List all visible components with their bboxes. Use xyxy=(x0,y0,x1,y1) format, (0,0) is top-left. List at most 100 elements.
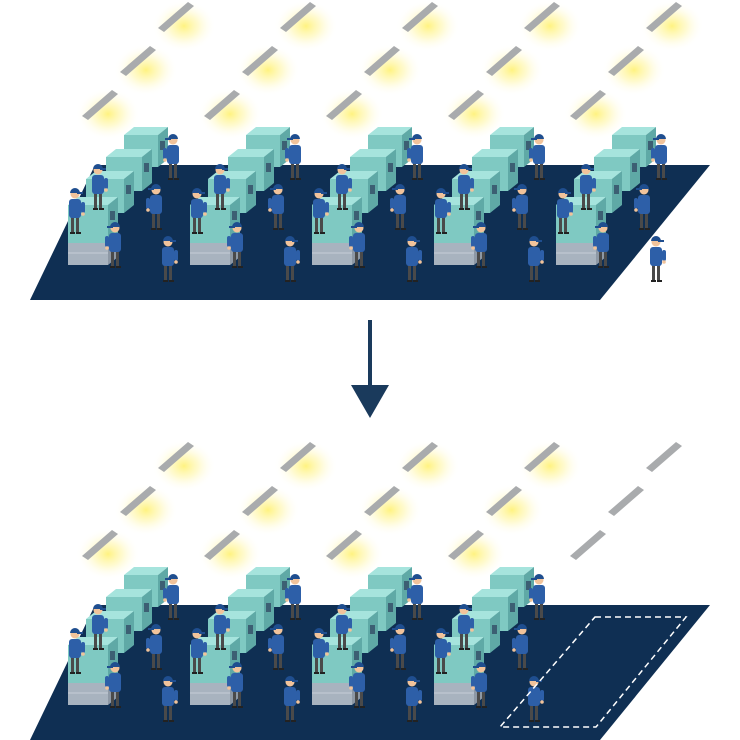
ceiling-light xyxy=(198,88,262,140)
light-fixture xyxy=(646,442,682,472)
worker xyxy=(191,188,207,234)
light-fixture xyxy=(570,530,606,560)
light-fixture xyxy=(158,442,194,472)
light-fixture xyxy=(204,530,240,560)
production-line xyxy=(312,567,423,722)
light-glow xyxy=(198,88,262,140)
light-fixture xyxy=(82,530,118,560)
worker xyxy=(284,236,300,282)
worker xyxy=(349,222,365,268)
ceiling-light xyxy=(320,88,384,140)
production-line xyxy=(68,567,179,722)
ceiling-light xyxy=(236,484,300,536)
worker xyxy=(593,222,609,268)
worker xyxy=(528,676,544,722)
worker xyxy=(284,676,300,722)
worker xyxy=(214,604,230,650)
production-line xyxy=(434,127,545,282)
production-line xyxy=(434,567,545,722)
light-glow xyxy=(76,528,140,580)
light-fixture xyxy=(280,442,316,472)
light-fixture xyxy=(204,90,240,120)
light-fixture xyxy=(570,90,606,120)
ceiling-lights-after xyxy=(76,440,682,580)
ceiling-light xyxy=(114,484,178,536)
light-fixture xyxy=(364,486,400,516)
ceiling-light xyxy=(480,44,544,96)
light-glow xyxy=(274,0,338,52)
worker xyxy=(406,676,422,722)
worker xyxy=(407,134,423,180)
machine xyxy=(190,637,240,705)
ceiling-light xyxy=(114,44,178,96)
machine xyxy=(434,197,484,265)
worker xyxy=(285,134,301,180)
worker xyxy=(162,236,178,282)
worker xyxy=(268,184,284,230)
production-line xyxy=(190,127,301,282)
ceiling-light xyxy=(640,0,704,52)
light-glow xyxy=(480,44,544,96)
light-fixture xyxy=(364,46,400,76)
worker xyxy=(163,574,179,620)
light-fixture xyxy=(120,486,156,516)
ceiling-lights-before xyxy=(76,0,704,140)
worker xyxy=(285,574,301,620)
worker xyxy=(162,676,178,722)
light-glow xyxy=(198,528,262,580)
worker xyxy=(435,628,451,674)
light-fixture xyxy=(608,486,644,516)
light-glow xyxy=(358,484,422,536)
light-fixture xyxy=(402,2,438,32)
light-glow xyxy=(114,484,178,536)
worker xyxy=(528,236,544,282)
ceiling-light xyxy=(396,440,460,492)
light-fixture xyxy=(448,90,484,120)
production-lines-before xyxy=(68,127,667,282)
ceiling-light xyxy=(152,440,216,492)
light-glow xyxy=(358,44,422,96)
light-fixture xyxy=(608,46,644,76)
worker xyxy=(512,624,528,670)
production-line xyxy=(312,127,423,282)
light-glow xyxy=(320,528,384,580)
light-fixture xyxy=(280,2,316,32)
ceiling-light xyxy=(396,0,460,52)
ceiling-light xyxy=(76,528,140,580)
light-glow xyxy=(518,0,582,52)
worker xyxy=(634,184,650,230)
light-glow xyxy=(442,88,506,140)
worker xyxy=(529,134,545,180)
light-glow xyxy=(236,484,300,536)
worker xyxy=(349,662,365,708)
light-fixture xyxy=(486,486,522,516)
light-fixture xyxy=(242,486,278,516)
worker xyxy=(313,628,329,674)
worker xyxy=(458,164,474,210)
before-panel xyxy=(30,0,710,300)
worker xyxy=(146,624,162,670)
worker xyxy=(390,624,406,670)
ceiling-light xyxy=(646,442,682,472)
worker xyxy=(227,662,243,708)
light-fixture xyxy=(242,46,278,76)
down-arrow-icon xyxy=(351,385,389,418)
worker xyxy=(69,628,85,674)
ceiling-light xyxy=(198,528,262,580)
light-glow xyxy=(602,44,666,96)
production-line xyxy=(190,567,301,722)
worker xyxy=(105,662,121,708)
worker xyxy=(336,604,352,650)
light-fixture xyxy=(524,2,560,32)
after-panel xyxy=(30,440,710,740)
light-fixture xyxy=(448,530,484,560)
light-glow xyxy=(152,0,216,52)
ceiling-light xyxy=(564,88,628,140)
worker xyxy=(406,236,422,282)
ceiling-light xyxy=(602,44,666,96)
light-glow xyxy=(236,44,300,96)
ceiling-light xyxy=(570,530,606,560)
ceiling-light xyxy=(608,486,644,516)
worker xyxy=(69,188,85,234)
